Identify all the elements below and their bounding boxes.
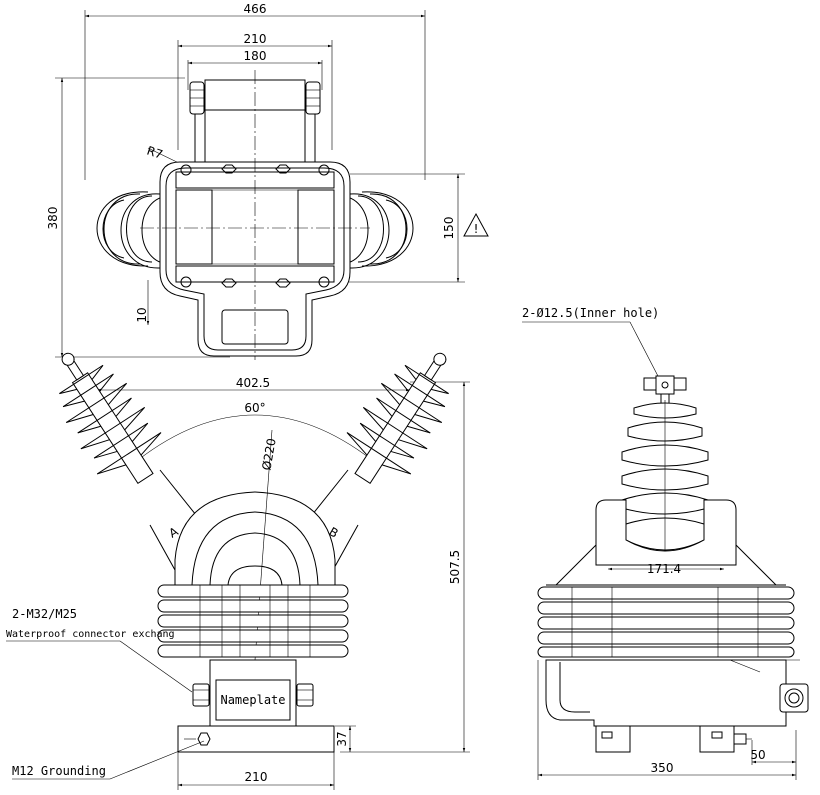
dim-front-diameter: Ø220 xyxy=(259,437,278,471)
inner-hole-label: 2-Ø12.5(Inner hole) xyxy=(522,306,659,320)
connector-note: Waterproof connector exchang xyxy=(6,629,175,640)
dim-top-radius: R7 xyxy=(145,144,165,162)
connector-label: 2-M32/M25 xyxy=(12,607,77,621)
dim-top-height: 380 xyxy=(46,207,60,230)
side-insulator xyxy=(621,400,709,560)
nameplate-label: Nameplate xyxy=(220,693,285,707)
front-left-insulator xyxy=(59,352,162,484)
dim-side-width: 350 xyxy=(651,761,674,775)
front-view: 402.5 60° 507.5 37 xyxy=(6,352,470,790)
side-sheds xyxy=(537,586,795,658)
dim-base-height: 37 xyxy=(335,731,349,746)
nameplate-box xyxy=(209,659,297,727)
dim-front-span: 402.5 xyxy=(236,376,270,390)
top-view: 466 210 180 380 150 ! 10 R7 xyxy=(46,2,489,360)
side-lower-box xyxy=(545,659,787,727)
dim-base-width: 210 xyxy=(245,770,268,784)
front-base xyxy=(177,725,335,753)
dim-top-small: 10 xyxy=(135,307,149,322)
dim-top-head: 180 xyxy=(244,49,267,63)
dim-front-height: 507.5 xyxy=(448,550,462,584)
grounding-label: M12 Grounding xyxy=(12,764,106,778)
top-bolts xyxy=(180,164,330,288)
dim-side-offset: 50 xyxy=(750,748,765,762)
dim-top-width: 466 xyxy=(244,2,267,16)
front-sheds xyxy=(157,584,349,658)
side-housing-upper xyxy=(595,499,737,566)
warning-symbol: ! xyxy=(474,222,479,236)
dim-top-right: 150 xyxy=(442,217,456,240)
front-arch xyxy=(174,491,336,586)
dim-front-angle: 60° xyxy=(244,401,265,415)
warning-triangle-icon xyxy=(463,212,489,237)
dim-side-inner: 171.4 xyxy=(647,562,681,576)
side-view: 2-Ø12.5(Inner hole) 171.4 xyxy=(522,306,809,780)
front-right-insulator xyxy=(346,352,449,484)
dim-top-inner: 210 xyxy=(244,32,267,46)
